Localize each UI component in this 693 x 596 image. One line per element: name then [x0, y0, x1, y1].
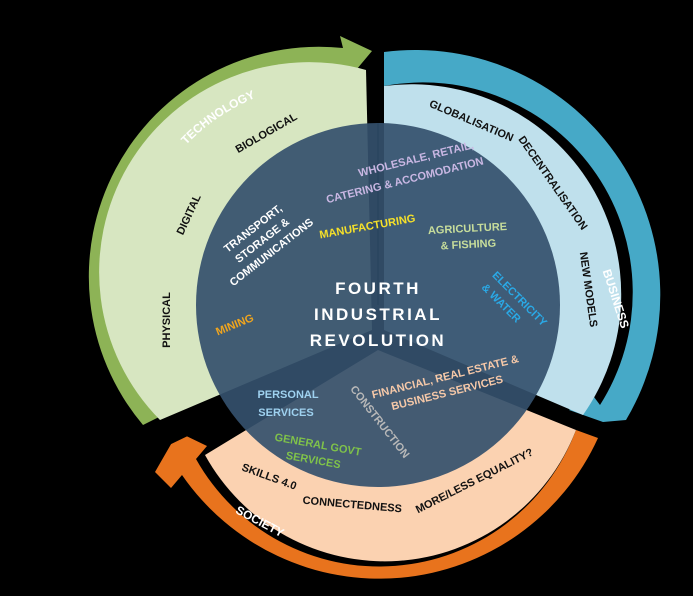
- sector-personal-line1: PERSONAL: [257, 389, 318, 401]
- business-outer-arrow: [384, 49, 661, 423]
- center-title-line2: INDUSTRIAL: [314, 305, 442, 324]
- technology-item-physical: PHYSICAL: [161, 292, 173, 348]
- center-title: FOURTH INDUSTRIAL REVOLUTION: [310, 279, 446, 350]
- sector-agriculture-line1: AGRICULTURE: [428, 221, 508, 237]
- sector-personal-line2: SERVICES: [258, 407, 313, 419]
- center-title-line3: REVOLUTION: [310, 331, 446, 350]
- society-outer-arrow: [155, 430, 598, 579]
- sector-agriculture: AGRICULTURE & FISHING: [428, 221, 508, 253]
- center-title-line1: FOURTH: [335, 279, 421, 298]
- sector-agriculture-line2: & FISHING: [440, 238, 496, 253]
- sector-personal: PERSONAL SERVICES: [257, 389, 318, 419]
